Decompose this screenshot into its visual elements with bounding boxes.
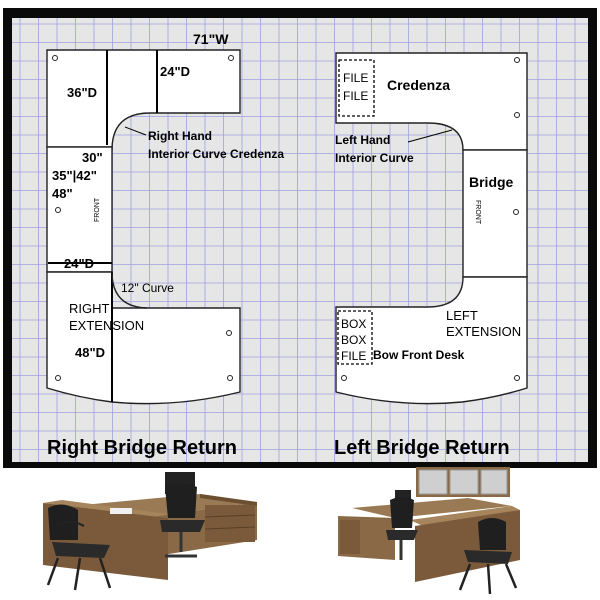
file-label: FILE: [343, 71, 368, 85]
hutch-door: [449, 469, 479, 495]
grommet: [226, 330, 232, 336]
grommet: [227, 375, 233, 381]
dim-width-label: 71"W: [193, 31, 229, 47]
desk-side: [200, 494, 257, 506]
grommet: [513, 209, 519, 215]
bridge-depth-label: 24"D: [64, 256, 94, 271]
right-bridge-return-title: Right Bridge Return: [47, 437, 237, 459]
leader-line: [407, 129, 453, 143]
left-bridge-return-title: Left Bridge Return: [334, 437, 510, 459]
pedestal-label: BOX: [341, 333, 366, 347]
grommet: [228, 55, 234, 61]
front-label: FRONT: [474, 200, 481, 225]
curve-credenza-label: Interior Curve: [335, 151, 414, 165]
left-bow-front-desk: [335, 276, 528, 405]
curve-size-label: 12" Curve: [121, 281, 174, 295]
grommet: [514, 375, 520, 381]
bridge-label: Bridge: [469, 174, 514, 190]
left-bridge-return-layout: FILE FILE Credenza Left Hand Interior Cu…: [335, 52, 528, 405]
guest-chair-seat: [464, 550, 512, 564]
drawer-line: [204, 514, 256, 518]
guest-chair-legs: [46, 557, 112, 591]
credenza-label: Credenza: [387, 77, 450, 93]
curve-credenza-label: Right Hand: [148, 129, 212, 143]
chair-back: [390, 497, 414, 528]
left-bridge-desk-photo: [338, 467, 520, 595]
bridge-dim-label: 30": [82, 150, 103, 165]
drawer-line: [204, 526, 256, 530]
grommet: [52, 55, 58, 61]
file-label: FILE: [343, 89, 368, 103]
left-extension-label: EXTENSION: [446, 324, 521, 339]
bridge-dim-label: 48": [52, 186, 73, 201]
grommet: [55, 375, 61, 381]
guest-chair2-back: [57, 520, 85, 527]
right-extension-label: RIGHT: [69, 301, 110, 316]
guest-chair-back: [478, 518, 506, 550]
grommet: [55, 207, 61, 213]
hutch-door: [480, 469, 508, 495]
grommet: [514, 112, 520, 118]
right-bridge-desk-photo: [43, 472, 257, 591]
left-extension-label: LEFT: [446, 308, 478, 323]
right-extension-desk: [46, 271, 241, 405]
grommet: [514, 57, 520, 63]
chair-seat: [386, 530, 418, 540]
right-extension-label: EXTENSION: [69, 318, 144, 333]
bridge-dim-label: 35"|42": [52, 168, 97, 183]
desk-paper: [110, 508, 132, 514]
bow-desk-top: [410, 506, 520, 527]
pedestal-label: FILE: [341, 349, 366, 363]
file-drawer-outline: [338, 59, 375, 117]
desk-label: Bow Front Desk: [373, 348, 465, 362]
right-bridge-return-layout: 71"W 24"D 36"D Right Hand Interior Curve…: [46, 31, 284, 405]
chair-back: [165, 483, 197, 518]
guest-chair-legs: [458, 563, 518, 595]
chair-seat: [160, 520, 205, 532]
leader-line: [124, 126, 147, 136]
front-label: FRONT: [94, 197, 101, 222]
curve-credenza-label: Interior Curve Credenza: [148, 147, 284, 161]
dim-credenza-depth-label: 24"D: [160, 64, 190, 79]
guest-chair-seat: [52, 542, 110, 558]
desk-drawers: [205, 505, 255, 542]
pedestal-outline: [337, 310, 373, 365]
hutch-door: [418, 469, 448, 495]
grommet: [341, 375, 347, 381]
interior-curve-edge: [111, 271, 148, 309]
dim-left-depth-label: 36"D: [67, 85, 97, 100]
desk-main-top: [43, 500, 168, 517]
dim-extension-depth-label: 48"D: [75, 345, 105, 360]
credenza-drawers: [340, 520, 360, 554]
pedestal-label: BOX: [341, 317, 366, 331]
curve-credenza-label: Left Hand: [335, 133, 390, 147]
